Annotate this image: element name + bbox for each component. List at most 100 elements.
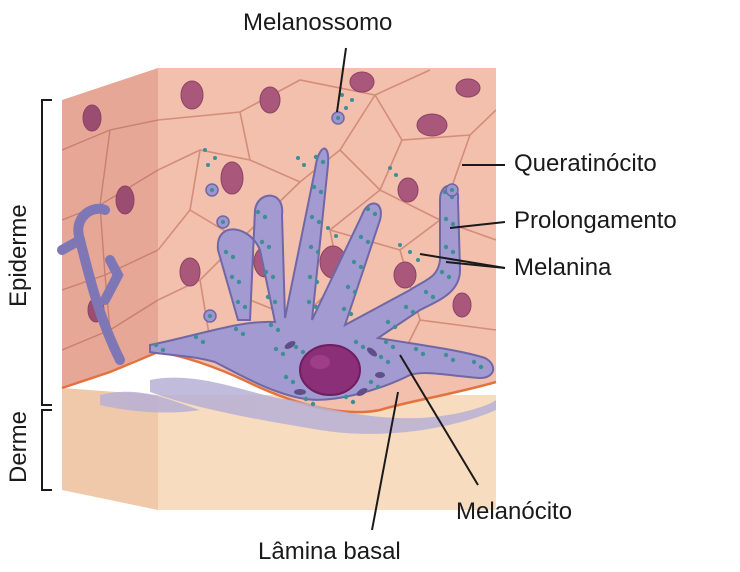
melanin-granule bbox=[153, 342, 159, 348]
label-prolongamento: Prolongamento bbox=[514, 207, 677, 234]
melanin-granule bbox=[290, 379, 296, 385]
melanin-granule bbox=[471, 359, 477, 365]
melanin-granule bbox=[310, 401, 316, 407]
melanocyte-nucleus bbox=[299, 344, 361, 396]
melanin-granule bbox=[365, 239, 371, 245]
melanin-granule bbox=[265, 294, 271, 300]
melanin-granule bbox=[351, 259, 357, 265]
melanin-granule bbox=[413, 346, 419, 352]
melanin-granule bbox=[352, 289, 358, 295]
melanin-granule bbox=[280, 351, 286, 357]
label-queratinocito: Queratinócito bbox=[514, 150, 657, 177]
melanin-granule bbox=[229, 274, 235, 280]
melanin-granule bbox=[390, 344, 396, 350]
melanin-granule bbox=[450, 249, 456, 255]
melanin-granule bbox=[270, 274, 276, 280]
melanin-granule bbox=[439, 269, 445, 275]
melanin-granule bbox=[420, 351, 426, 357]
melanin-granule bbox=[318, 189, 324, 195]
melanin-granule bbox=[446, 274, 452, 280]
melanin-granule bbox=[273, 346, 279, 352]
melanin-granule bbox=[368, 379, 374, 385]
melanin-granule bbox=[259, 239, 265, 245]
melanin-granule bbox=[360, 344, 366, 350]
melanin-granule bbox=[266, 244, 272, 250]
melanin-granule bbox=[313, 154, 319, 160]
melanin-granule bbox=[372, 211, 378, 217]
melanin-granule bbox=[358, 234, 364, 240]
label-melanocito: Melanócito bbox=[456, 498, 573, 525]
melanin-granule bbox=[283, 374, 289, 380]
label-melanina: Melanina bbox=[514, 254, 612, 281]
melanin-granule bbox=[193, 334, 199, 340]
dermal-cells bbox=[100, 377, 496, 434]
label-melanossomo: Melanossomo bbox=[243, 9, 393, 36]
melanin-granule bbox=[315, 249, 321, 255]
melanin-granule bbox=[345, 284, 351, 290]
melanin-granule bbox=[316, 219, 322, 225]
melanin-granule bbox=[450, 357, 456, 363]
melanin-granule bbox=[365, 206, 371, 212]
melanin-granule bbox=[375, 384, 381, 390]
melanin-granule bbox=[200, 339, 206, 345]
melanin-granule bbox=[443, 216, 449, 222]
leader-lines bbox=[336, 47, 506, 531]
melanin-granule bbox=[262, 214, 268, 220]
melanin-granule bbox=[263, 269, 269, 275]
melanin-granule bbox=[423, 289, 429, 295]
melanin-granule bbox=[275, 327, 281, 333]
melanin-granule bbox=[314, 279, 320, 285]
melanin-granule bbox=[242, 304, 248, 310]
melanin-granule bbox=[320, 159, 326, 165]
melanin-granule bbox=[233, 326, 239, 332]
melanin-granule bbox=[403, 304, 409, 310]
melanin-granule bbox=[309, 214, 315, 220]
melanin-granule bbox=[303, 396, 309, 402]
melanin-granule bbox=[343, 394, 349, 400]
melanin-granule bbox=[160, 347, 166, 353]
melanin-granule bbox=[383, 339, 389, 345]
melanin-granule bbox=[308, 244, 314, 250]
melanin-granule bbox=[385, 359, 391, 365]
melanin-granule bbox=[240, 331, 246, 337]
melanin-granule bbox=[341, 306, 347, 312]
melanin-granule bbox=[223, 249, 229, 255]
melanin-granule bbox=[358, 264, 364, 270]
derme-bracket bbox=[41, 409, 52, 491]
melanin-granule bbox=[300, 349, 306, 355]
melanocyte-organelles bbox=[284, 341, 385, 396]
melanin-granules bbox=[153, 154, 484, 407]
melanin-granule bbox=[230, 254, 236, 260]
melanosome-dots bbox=[203, 93, 454, 318]
label-lamina-basal: Lâmina basal bbox=[258, 538, 401, 565]
melanin-granule bbox=[236, 279, 242, 285]
melanin-granule bbox=[306, 299, 312, 305]
melanin-granule bbox=[311, 184, 317, 190]
melanin-granule bbox=[385, 319, 391, 325]
melanin-granule bbox=[353, 339, 359, 345]
melanin-granule bbox=[443, 352, 449, 358]
label-epiderme: Epiderme bbox=[5, 204, 32, 307]
melanin-granule bbox=[268, 322, 274, 328]
melanin-granule bbox=[378, 354, 384, 360]
melanin-granule bbox=[392, 324, 398, 330]
melanin-granule bbox=[235, 299, 241, 305]
melanin-granule bbox=[293, 344, 299, 350]
melanin-granule bbox=[255, 209, 261, 215]
label-derme: Derme bbox=[5, 410, 32, 483]
melanin-granule bbox=[348, 311, 354, 317]
epiderme-bracket bbox=[41, 99, 52, 406]
melanin-granule bbox=[443, 244, 449, 250]
layer-brackets bbox=[41, 99, 52, 491]
melanin-granule bbox=[478, 364, 484, 370]
melanin-granule bbox=[430, 294, 436, 300]
melanocyte bbox=[149, 147, 495, 401]
side-dendrite bbox=[57, 203, 125, 365]
melanin-granule bbox=[350, 399, 356, 405]
melanin-granule bbox=[410, 309, 416, 315]
melanin-granule bbox=[307, 274, 313, 280]
melanin-granule bbox=[313, 304, 319, 310]
melanin-granule bbox=[450, 221, 456, 227]
